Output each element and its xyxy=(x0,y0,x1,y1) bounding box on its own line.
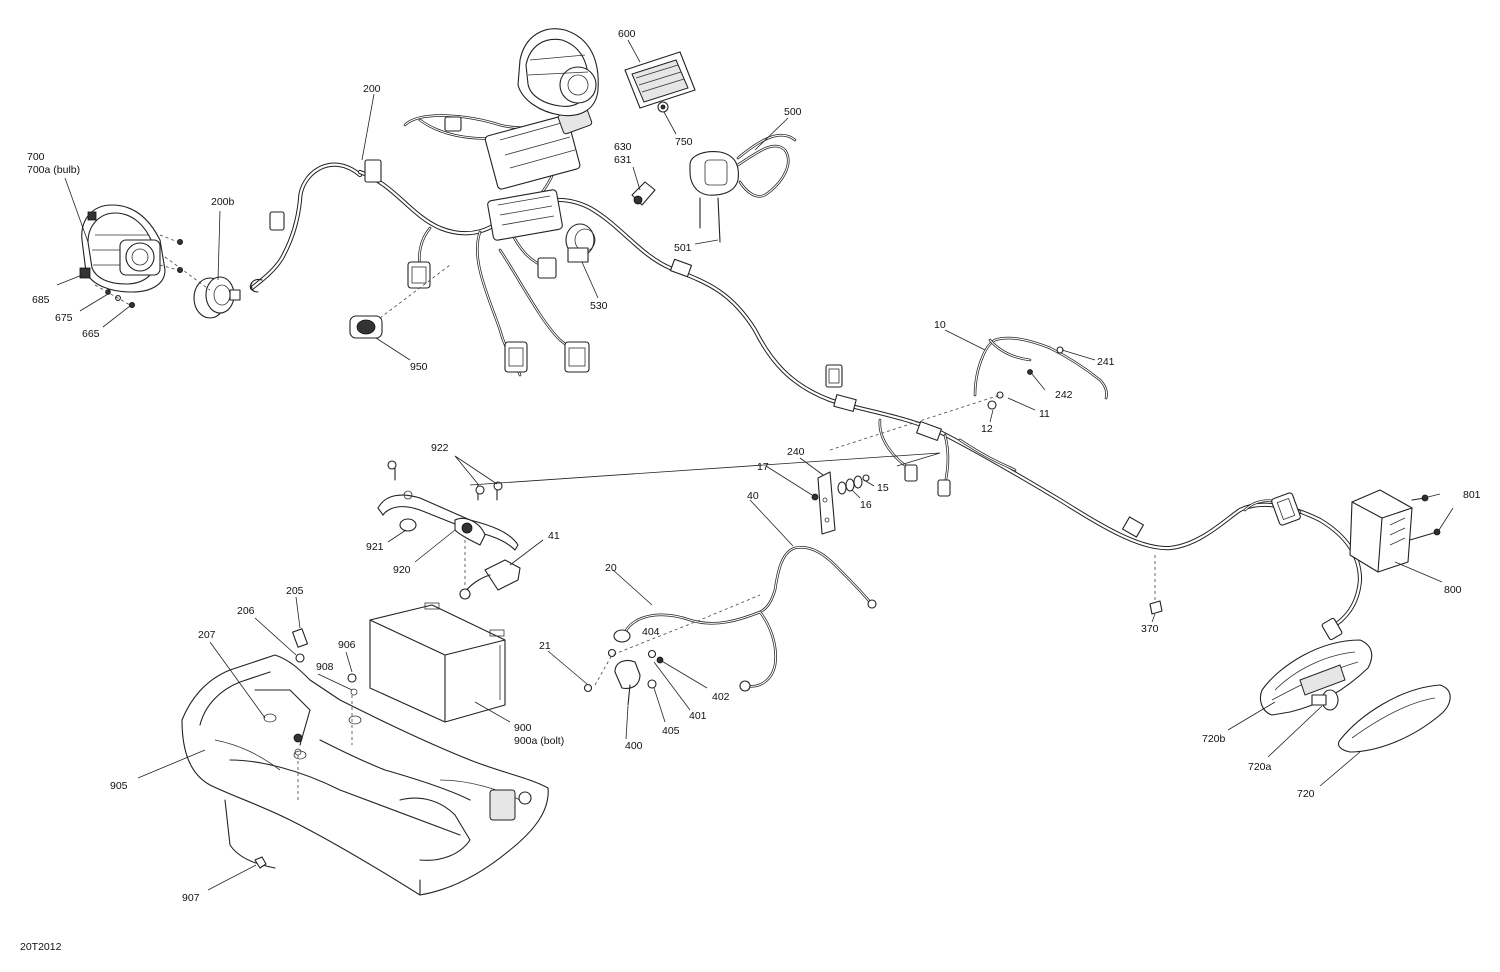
label-205: 205 xyxy=(286,585,304,597)
label-907: 907 xyxy=(182,892,200,904)
battery-900 xyxy=(369,602,506,723)
label-921: 921 xyxy=(366,541,384,553)
label-900: 900 xyxy=(514,722,532,734)
label-20: 20 xyxy=(605,562,617,574)
sensor-630 xyxy=(631,181,656,206)
label-200b: 200b xyxy=(211,196,235,208)
label-908: 908 xyxy=(316,661,334,673)
screw-750 xyxy=(657,101,669,113)
label-501: 501 xyxy=(674,242,692,254)
label-241: 241 xyxy=(1097,356,1115,368)
ignition-530 xyxy=(565,223,596,263)
label-15: 15 xyxy=(877,482,889,494)
label-402: 402 xyxy=(712,691,730,703)
cable-20 xyxy=(613,610,777,692)
label-405: 405 xyxy=(662,725,680,737)
label-12: 12 xyxy=(981,423,993,435)
label-600: 600 xyxy=(618,28,636,40)
label-685: 685 xyxy=(32,294,50,306)
label-700a: 700a (bulb) xyxy=(27,164,80,176)
headlight-700 xyxy=(79,204,166,293)
label-401: 401 xyxy=(689,710,707,722)
diagram-id: 20T2012 xyxy=(20,941,62,953)
battery-tray-905 xyxy=(181,654,549,896)
relay-400 xyxy=(583,594,761,706)
label-675: 675 xyxy=(55,312,73,324)
label-700: 700 xyxy=(27,151,45,163)
label-720a: 720a xyxy=(1248,761,1272,773)
battery-bracket-920 xyxy=(377,460,519,585)
switch-950 xyxy=(349,264,451,339)
label-41: 41 xyxy=(548,530,560,542)
label-240: 240 xyxy=(787,446,805,458)
label-40: 40 xyxy=(747,490,759,502)
label-200: 200 xyxy=(363,83,381,95)
label-17: 17 xyxy=(757,461,769,473)
harness-section-10 xyxy=(829,336,1108,451)
label-530: 530 xyxy=(590,300,608,312)
label-500: 500 xyxy=(784,106,802,118)
label-906: 906 xyxy=(338,639,356,651)
screw-370 xyxy=(1149,555,1163,615)
headlight-screws xyxy=(94,234,183,308)
switch-500 xyxy=(689,134,797,243)
upper-headlight xyxy=(517,28,599,117)
label-630: 630 xyxy=(614,141,632,153)
label-404: 404 xyxy=(642,626,660,638)
label-720: 720 xyxy=(1297,788,1315,800)
label-800: 800 xyxy=(1444,584,1462,596)
callout-labels: 700 700a (bulb) 685 675 665 200b 200 600… xyxy=(20,28,1481,953)
label-242: 242 xyxy=(1055,389,1073,401)
bulb-cap-200b xyxy=(164,256,241,319)
label-922: 922 xyxy=(431,442,449,454)
battery-cable-41 xyxy=(459,559,521,600)
label-400: 400 xyxy=(625,740,643,752)
label-900a: 900a (bolt) xyxy=(514,735,564,747)
label-631: 631 xyxy=(614,154,632,166)
label-10: 10 xyxy=(934,319,946,331)
label-720b: 720b xyxy=(1202,733,1226,745)
label-950: 950 xyxy=(410,361,428,373)
ecu-600 xyxy=(624,51,696,109)
label-370: 370 xyxy=(1141,623,1159,635)
tray-fasteners xyxy=(254,628,358,869)
leader-lines xyxy=(56,39,1454,891)
label-750: 750 xyxy=(675,136,693,148)
label-905: 905 xyxy=(110,780,128,792)
cable-40 xyxy=(758,546,877,614)
label-207: 207 xyxy=(198,629,216,641)
label-21: 21 xyxy=(539,640,551,652)
label-16: 16 xyxy=(860,499,872,511)
label-920: 920 xyxy=(393,564,411,576)
label-665: 665 xyxy=(82,328,100,340)
label-801: 801 xyxy=(1463,489,1481,501)
label-206: 206 xyxy=(237,605,255,617)
label-11: 11 xyxy=(1039,408,1050,420)
module-800 xyxy=(1349,489,1441,573)
taillight-720 xyxy=(1259,639,1451,753)
